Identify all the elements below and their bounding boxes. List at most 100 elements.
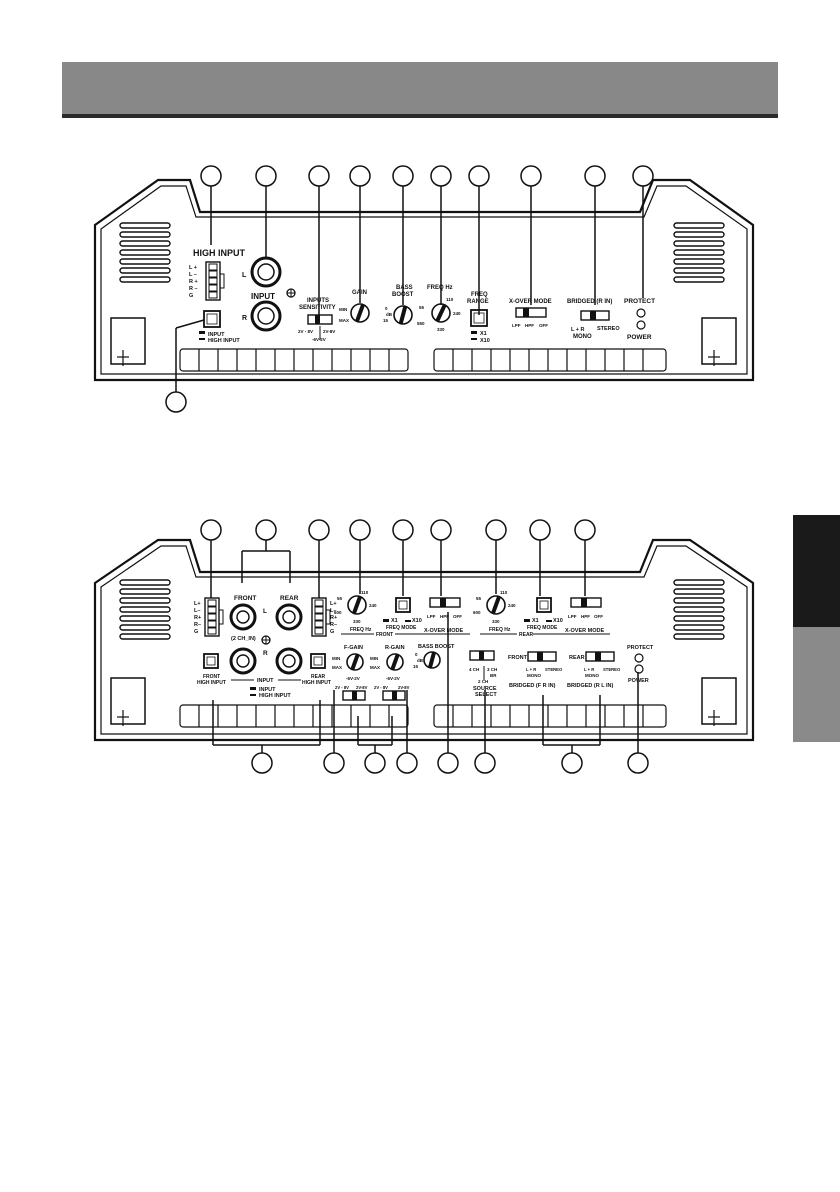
amp2-rca-rear-right-jack[interactable] xyxy=(275,647,303,675)
amp2-rear-sensitivity-switch[interactable] xyxy=(382,690,406,701)
amp2-high-input-connector-front[interactable] xyxy=(204,597,224,637)
amp2-front-high-input-button[interactable] xyxy=(203,653,219,669)
switch-out-icon xyxy=(405,620,411,622)
amp1-bridged-switch[interactable] xyxy=(580,310,610,321)
amp1-xover-mode-label: X-OVER MODE xyxy=(509,299,552,305)
amp1-off: OFF xyxy=(539,323,548,328)
amp2-lpf: LPF xyxy=(568,614,577,619)
amp1-sens-a: 2V - 8V xyxy=(298,329,313,334)
amp1-sens-b: 2V-8V xyxy=(323,329,335,334)
amp2-sens-a: 2V - 8V xyxy=(374,685,388,690)
amp2-3ch-label: 3 CH xyxy=(487,667,497,672)
switch-in-icon xyxy=(471,331,477,334)
amp2-sens-b: 2V-8V xyxy=(398,685,410,690)
amp2-x10-label: X10 xyxy=(553,618,563,624)
amp1-rca-left-jack[interactable] xyxy=(250,256,282,288)
amp2-bb-db: dB xyxy=(417,658,424,663)
amp1-callouts xyxy=(165,165,654,413)
amp2-gain-range: -6V-2V xyxy=(386,676,400,681)
amp2-rca-front-right-jack[interactable] xyxy=(229,647,257,675)
amp2-r-gain-knob[interactable] xyxy=(386,653,404,671)
amp2-rear-high-input-label: REAR xyxy=(311,674,326,680)
amp2-front-freq-knob[interactable] xyxy=(347,595,367,615)
amp2-2ch-in-label: (2 CH_IN) xyxy=(231,636,256,642)
amp1-bass-boost-knob[interactable] xyxy=(393,305,413,325)
amp2-protect-label: PROTECT xyxy=(627,645,654,651)
amp2-mono: MONO xyxy=(585,673,599,678)
amp2-rca-rear-left-jack[interactable] xyxy=(275,603,303,631)
amp1-heatsink-left xyxy=(179,348,409,372)
amp1-vents-left xyxy=(119,222,171,283)
amp2-pin-label: G xyxy=(194,629,198,635)
amp2-f600: 600 xyxy=(473,610,481,615)
amp2-source-select-label: SELECT xyxy=(475,692,497,698)
amp2-high-input-connector-rear[interactable] xyxy=(311,597,331,637)
amp2-front-high-input-label: FRONT xyxy=(203,674,220,680)
amp2-sel-high-input-label: HIGH INPUT xyxy=(259,693,291,699)
switch-out-icon xyxy=(199,338,205,340)
amp1-pin-label: G xyxy=(189,293,193,299)
amp2-source-select-switch[interactable] xyxy=(469,650,495,661)
amp1-sensitivity-switch[interactable] xyxy=(307,314,333,340)
amp2-vents-left xyxy=(119,579,171,640)
amp2-front-xover-switch[interactable] xyxy=(429,597,461,608)
amp1-high-input-label: HIGH INPUT xyxy=(193,248,246,258)
amp2-hpf: HPF xyxy=(581,614,590,619)
amp2-rear-high-input-label: HIGH INPUT xyxy=(302,680,331,686)
amp1-gain-knob[interactable] xyxy=(350,303,370,323)
amp1-sens-c: -6V-2V xyxy=(312,337,326,342)
amp1-protect-label: PROTECT xyxy=(624,298,655,305)
amp1-stereo: STEREO xyxy=(597,326,620,332)
amp2-rear-xover-switch[interactable] xyxy=(570,597,602,608)
amp1-x1-label: X1 xyxy=(480,331,487,337)
amp1-f55: 55 xyxy=(419,305,425,310)
amp1-vents-right xyxy=(673,222,725,283)
amp2-hpf: HPF xyxy=(440,614,449,619)
amp2-3ch-b-label: BR xyxy=(490,673,497,678)
amp2-pin-label: R+ xyxy=(330,615,337,621)
amp2-mono: MONO xyxy=(527,673,541,678)
amp2-bass-boost-knob[interactable] xyxy=(423,651,441,669)
amp2-front-sensitivity-switch[interactable] xyxy=(342,690,366,701)
amp2-off: OFF xyxy=(453,614,462,619)
amp1-f240: 240 xyxy=(453,311,461,316)
amp2-stereo: STEREO xyxy=(545,667,563,672)
amp2-pin-label: R– xyxy=(330,622,337,628)
amp2-rear-high-input-button[interactable] xyxy=(310,653,326,669)
amp2-pin-label: L– xyxy=(194,608,200,614)
amp2-front-label: FRONT xyxy=(234,595,256,602)
amp1-bass-boost-label: BASS xyxy=(396,285,413,291)
amp2-x1-label: X1 xyxy=(532,618,539,624)
amp2-f240: 240 xyxy=(508,603,516,608)
amp2-freq-hz-label: FREQ Hz xyxy=(350,627,372,633)
amp2-rca-front-left-jack[interactable] xyxy=(229,603,257,631)
amp2-freq-hz-label: FREQ Hz xyxy=(489,627,511,633)
amp2-front-xover-label: X-OVER MODE xyxy=(424,628,463,634)
ground-screw-icon xyxy=(286,288,296,298)
amp1-freq-range-button[interactable] xyxy=(470,309,488,327)
amp2-rear-freq-knob[interactable] xyxy=(486,595,506,615)
amp2-f55: 55 xyxy=(337,596,343,601)
amp2-rear-freq-mode-button[interactable] xyxy=(536,597,552,613)
amp1-bracket-right xyxy=(701,317,737,366)
amp2-stereo: STEREO xyxy=(603,667,621,672)
amp1-freq-knob[interactable] xyxy=(431,303,451,323)
amp1-bridged-label: BRIDGED (R IN) xyxy=(567,299,612,305)
amp1-f330: 330 xyxy=(437,327,445,332)
amp2-f-gain-knob[interactable] xyxy=(346,653,364,671)
amp1-freq-hz-label: FREQ Hz xyxy=(427,285,453,291)
amp2-r-label: R xyxy=(263,650,268,657)
switch-out-icon xyxy=(250,694,256,696)
amp2-pin-label: L+ xyxy=(330,601,337,607)
amp1-rca-right-jack[interactable] xyxy=(250,300,282,332)
amp2-front-bridged-switch[interactable] xyxy=(527,651,557,662)
amp2-rear-bridged-switch[interactable] xyxy=(585,651,615,662)
amp2-front-freq-mode-button[interactable] xyxy=(395,597,411,613)
amp1-xover-switch[interactable] xyxy=(515,307,547,318)
amp1-lpf: LPF xyxy=(512,323,521,328)
amp1-input-select-button[interactable] xyxy=(203,310,221,328)
amp2-front-high-input-label: HIGH INPUT xyxy=(197,680,226,686)
amp1-high-input-connector[interactable] xyxy=(205,261,225,301)
amp2-min-label: MIN xyxy=(370,656,378,661)
